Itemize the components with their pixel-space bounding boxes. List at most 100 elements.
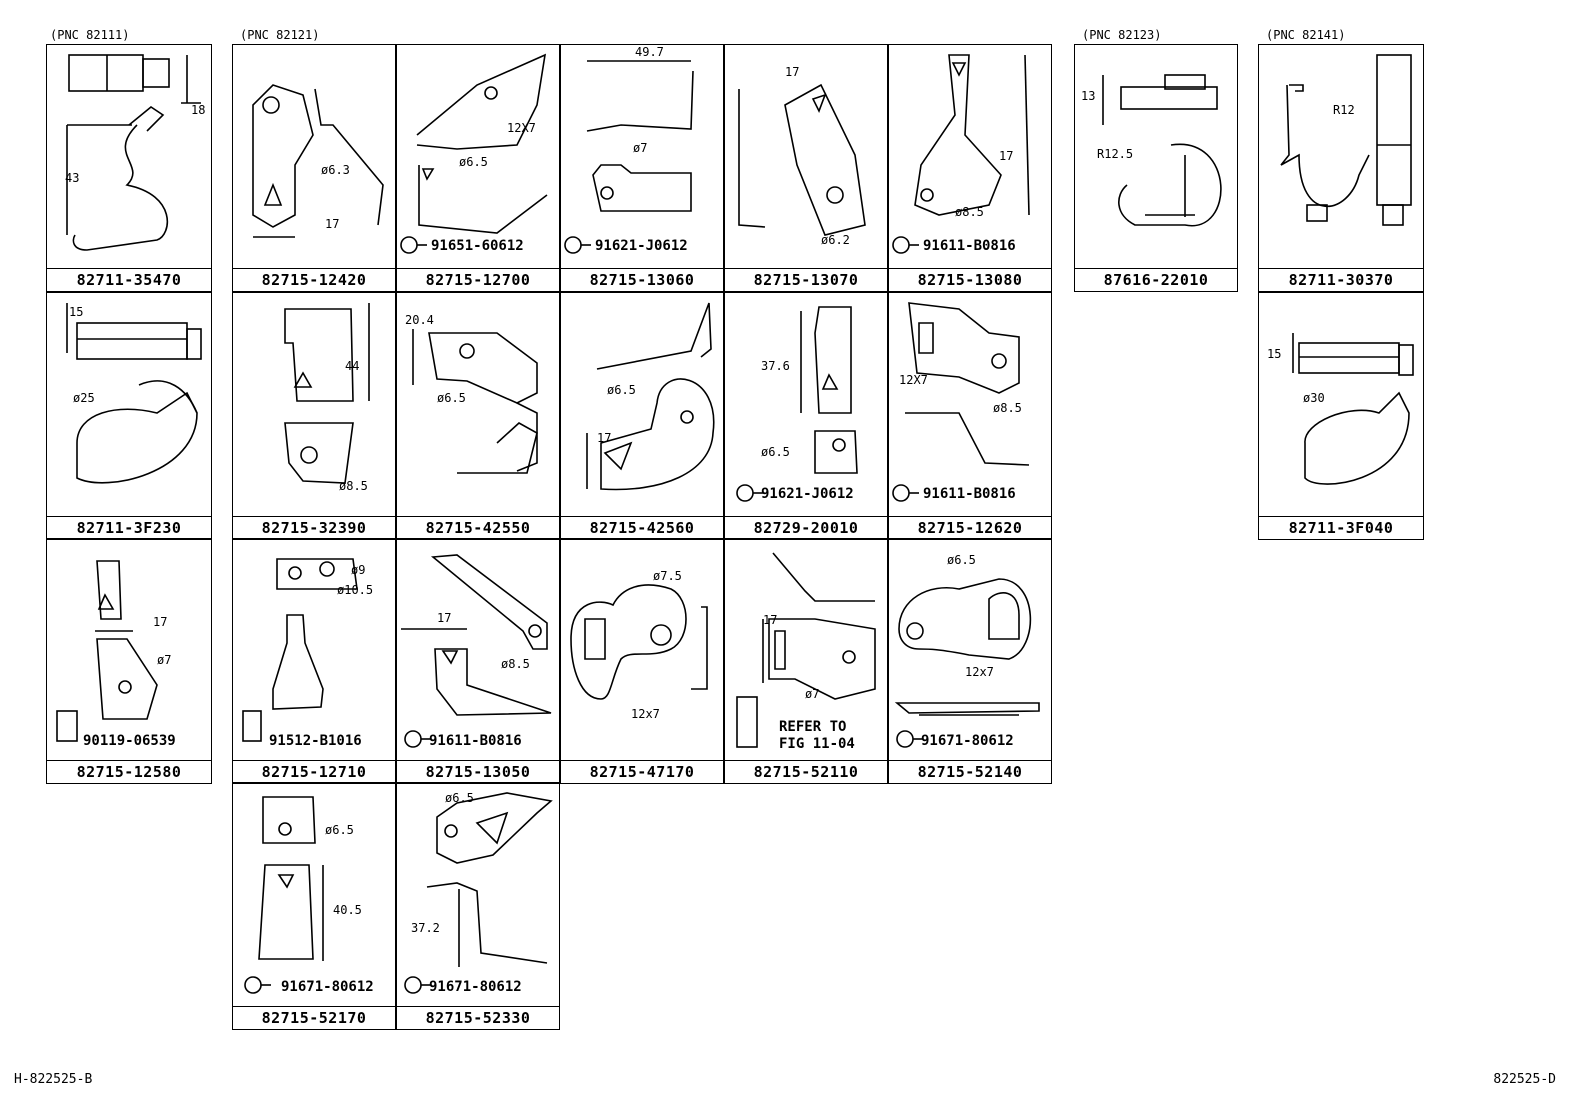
- part-cell[interactable]: 49.7 ø7 91621-J0612 82715-13060: [560, 44, 724, 292]
- sub-part-number: 91671-80612: [281, 979, 374, 995]
- dim-label: 12x7: [631, 707, 660, 721]
- dim-label: 40.5: [333, 903, 362, 917]
- dim-label: 20.4: [405, 313, 434, 327]
- group-header-pnc-82123: (PNC 82123): [1082, 28, 1162, 42]
- dim-label: ø7: [805, 687, 820, 701]
- part-cell[interactable]: ø7.5 12x7 82715-47170: [560, 538, 724, 784]
- part-cell[interactable]: 18 43 82711-35470: [46, 44, 212, 292]
- sub-part-number: 91671-80612: [921, 733, 1014, 749]
- part-number: 82715-52330: [397, 1006, 559, 1029]
- part-cell[interactable]: ø6.5 40.5 91671-80612 82715-52170: [232, 782, 396, 1030]
- dim-label: ø6.5: [445, 791, 474, 805]
- dim-label: 13: [1081, 89, 1096, 103]
- part-cell[interactable]: ø6.5 17 82715-42560: [560, 292, 724, 540]
- part-drawing: [1292, 333, 1414, 485]
- part-drawing: [404, 792, 553, 994]
- part-drawing: [252, 84, 384, 238]
- part-cell[interactable]: 17 ø7 REFER TO FIG 11-04 82715-52110: [724, 538, 888, 784]
- part-cell[interactable]: 17 ø7 90119-06539 82715-12580: [46, 538, 212, 784]
- dim-label: ø8.5: [339, 479, 368, 493]
- part-cell[interactable]: 17 ø6.2 82715-13070: [724, 44, 888, 292]
- part-number: 82715-12620: [889, 516, 1051, 539]
- part-cell[interactable]: 17 ø8.5 91611-B0816 82715-13050: [396, 538, 560, 784]
- part-number: 82715-13060: [561, 268, 723, 291]
- part-drawing: [892, 302, 1030, 502]
- part-number: 82711-35470: [47, 268, 211, 291]
- part-number: 82715-42560: [561, 516, 723, 539]
- part-number: 82715-52140: [889, 760, 1051, 783]
- part-cell[interactable]: 12X7 ø8.5 91611-B0816 82715-12620: [888, 292, 1052, 540]
- dim-label: 37.6: [761, 359, 790, 373]
- dim-label: ø7.5: [653, 569, 682, 583]
- dim-label: ø6.5: [761, 445, 790, 459]
- dim-label: ø8.5: [955, 205, 984, 219]
- part-drawing: [1102, 74, 1222, 227]
- dim-label: 12x7: [965, 665, 994, 679]
- part-number: 82715-12420: [233, 268, 395, 291]
- dim-label: ø6.2: [821, 233, 850, 247]
- part-cell[interactable]: ø6.5 12x7 91671-80612 82715-52140: [888, 538, 1052, 784]
- dim-label: 43: [65, 171, 80, 185]
- dim-label: ø6.5: [325, 823, 354, 837]
- part-number: 82715-32390: [233, 516, 395, 539]
- dim-label: ø6.5: [437, 391, 466, 405]
- drawing-id-right: 822525-D: [1493, 1072, 1556, 1087]
- part-drawing: [1280, 54, 1412, 226]
- group-header-pnc-82111: (PNC 82111): [50, 28, 130, 42]
- part-cell[interactable]: ø6.3 17 82715-12420: [232, 44, 396, 292]
- part-cell[interactable]: 44 ø8.5 82715-32390: [232, 292, 396, 540]
- part-cell[interactable]: R12 82711-30370: [1258, 44, 1424, 292]
- sub-part-text: REFER TO: [779, 719, 847, 735]
- sub-part-number: 90119-06539: [83, 733, 176, 749]
- dim-label: ø6.5: [607, 383, 636, 397]
- part-number: 82715-12700: [397, 268, 559, 291]
- part-drawing: [564, 60, 694, 254]
- part-cell[interactable]: 15 ø30 82711-3F040: [1258, 292, 1424, 540]
- part-cell[interactable]: 12X7 ø6.5 91651-60612 82715-12700: [396, 44, 560, 292]
- sub-part-number: 91621-J0612: [595, 238, 688, 254]
- dim-label: R12: [1333, 103, 1355, 117]
- part-cell[interactable]: 13 R12.5 87616-22010: [1074, 44, 1238, 292]
- part-cell[interactable]: 20.4 ø6.5 82715-42550: [396, 292, 560, 540]
- dim-label: 17: [437, 611, 452, 625]
- part-drawing: [570, 584, 708, 700]
- dim-label: 12X7: [899, 373, 928, 387]
- part-number: 82715-52170: [233, 1006, 395, 1029]
- part-cell[interactable]: 17 ø8.5 91611-B0816 82715-13080: [888, 44, 1052, 292]
- dim-label: 17: [153, 615, 168, 629]
- dim-label: ø9: [351, 563, 366, 577]
- dim-label: 15: [1267, 347, 1282, 361]
- dim-label: ø6.5: [459, 155, 488, 169]
- part-drawing: [401, 554, 552, 748]
- part-number: 87616-22010: [1075, 268, 1237, 291]
- part-drawing: [586, 302, 715, 491]
- dim-label: 44: [345, 359, 360, 373]
- dim-label: R12.5: [1097, 147, 1134, 161]
- dim-label: ø6.5: [947, 553, 976, 567]
- sub-part-text: FIG 11-04: [779, 736, 855, 752]
- part-number: 82715-12580: [47, 760, 211, 783]
- part-cell[interactable]: 37.6 ø6.5 91621-J0612 82729-20010: [724, 292, 888, 540]
- part-drawing: [738, 83, 866, 236]
- part-number: 82715-47170: [561, 760, 723, 783]
- sub-part-number: 91671-80612: [429, 979, 522, 995]
- part-number: 82715-13080: [889, 268, 1051, 291]
- group-header-pnc-82121: (PNC 82121): [240, 28, 320, 42]
- group-header-pnc-82141: (PNC 82141): [1266, 28, 1346, 42]
- dim-label: 15: [69, 305, 84, 319]
- dim-label: 17: [999, 149, 1014, 163]
- dim-label: 17: [597, 431, 612, 445]
- dim-label: 12X7: [507, 121, 536, 135]
- sub-part-number: 91611-B0816: [923, 486, 1016, 502]
- part-drawing: [56, 560, 158, 742]
- dim-label: 37.2: [411, 921, 440, 935]
- dim-label: ø8.5: [501, 657, 530, 671]
- part-drawing: [242, 558, 358, 742]
- sub-part-number: 91621-J0612: [761, 486, 854, 502]
- part-cell[interactable]: ø6.5 37.2 91671-80612 82715-52330: [396, 782, 560, 1030]
- part-cell[interactable]: 15 ø25 82711-3F230: [46, 292, 212, 540]
- part-number: 82715-12710: [233, 760, 395, 783]
- part-drawing: [244, 796, 324, 994]
- drawing-id-left: H-822525-B: [14, 1072, 93, 1087]
- part-cell[interactable]: ø9 ø10.5 91512-B1016 82715-12710: [232, 538, 396, 784]
